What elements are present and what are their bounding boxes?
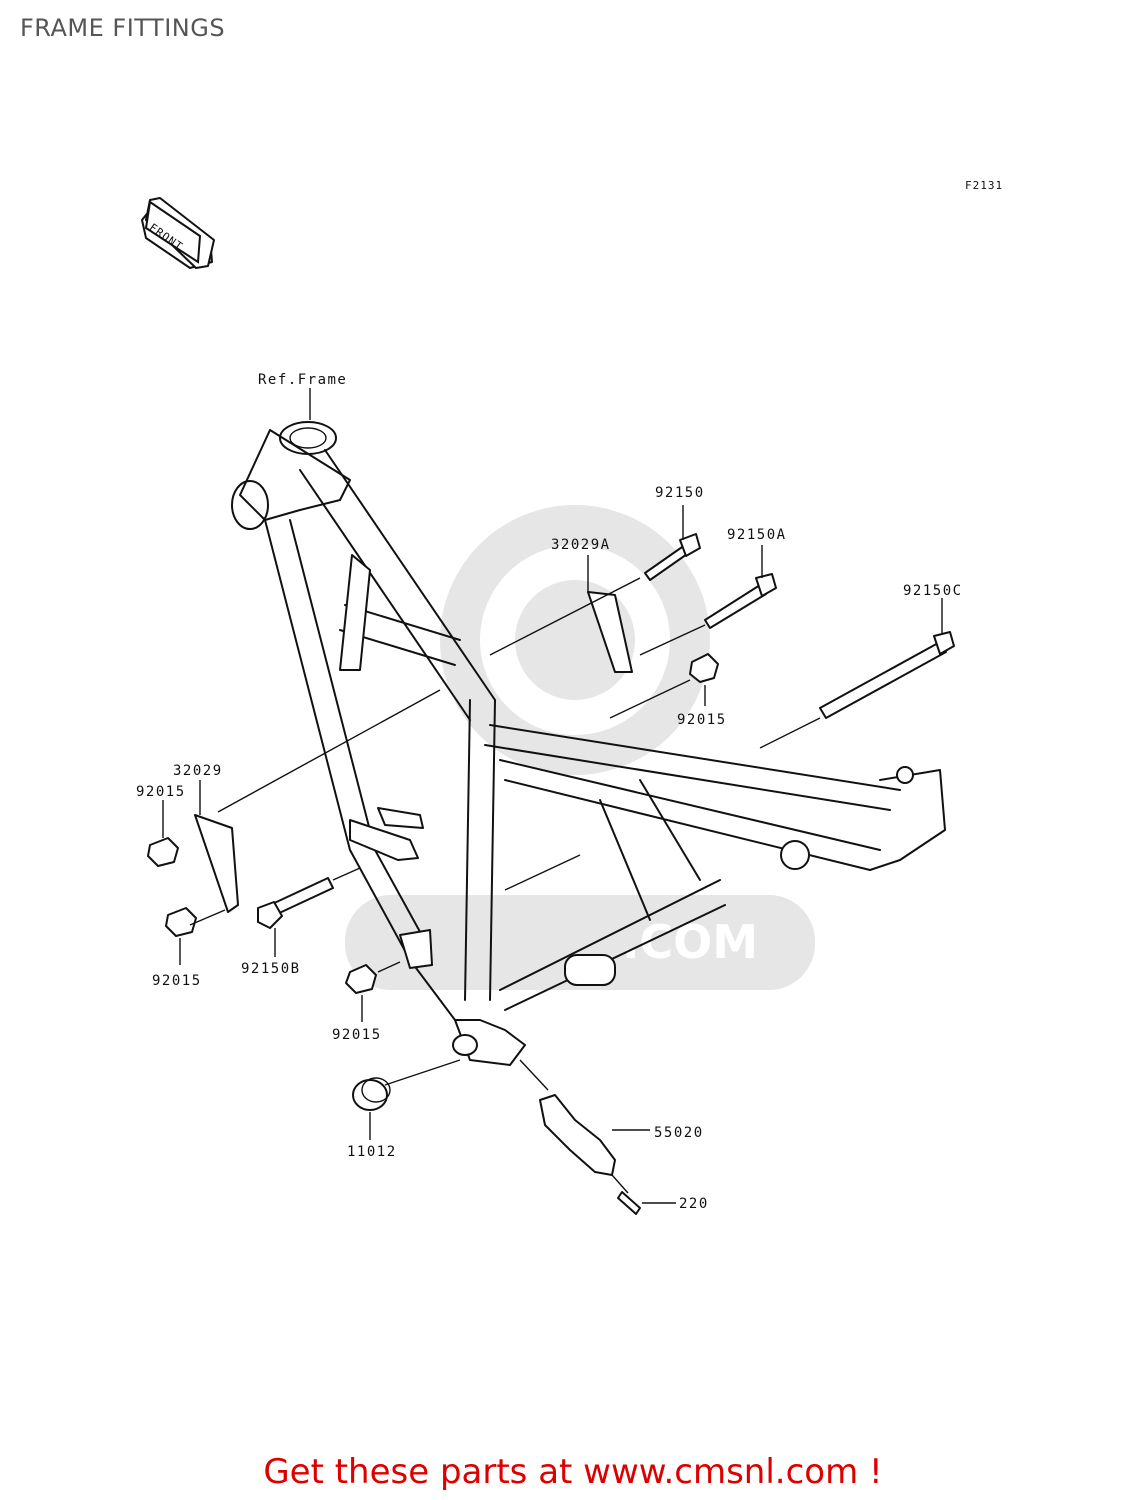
- label-92150A: 92150A: [727, 527, 787, 543]
- bracket-32029-icon: [194, 814, 239, 913]
- leader-lines: [162, 388, 943, 1204]
- cap-11012-icon: [352, 1077, 391, 1111]
- label-92150C: 92150C: [903, 583, 963, 599]
- page-title: FRAME FITTINGS: [20, 14, 226, 42]
- footer-link[interactable]: Get these parts at www.cmsnl.com !: [263, 1452, 883, 1492]
- watermark-logo: .COM: [345, 505, 815, 990]
- label-55020: 55020: [654, 1125, 704, 1141]
- nut-92015-left-icon: [147, 837, 179, 867]
- bolt-92150C-icon: [819, 631, 955, 719]
- label-32029: 32029: [173, 763, 223, 779]
- label-92150B: 92150B: [241, 961, 301, 977]
- label-92015-top: 92015: [677, 712, 727, 728]
- label-92015-left: 92015: [136, 784, 186, 800]
- bolt-92150-icon: [644, 533, 701, 581]
- motorcycle-frame: [231, 421, 946, 1066]
- watermark-text: .COM: [622, 915, 758, 969]
- screw-220-icon: [617, 1191, 641, 1215]
- bolt-92150A-icon: [704, 573, 777, 629]
- bracket-32029A-icon: [587, 591, 633, 673]
- front-arrow-icon: FRONT: [141, 197, 215, 269]
- guard-55020-icon: [539, 1094, 616, 1176]
- label-32029A: 32029A: [551, 537, 611, 553]
- label-11012: 11012: [347, 1144, 397, 1160]
- nut-92015-lower-icon: [165, 907, 197, 937]
- bolt-92150B-icon: [257, 877, 334, 929]
- label-92150: 92150: [655, 485, 705, 501]
- label-ref-frame: Ref.Frame: [258, 372, 347, 388]
- label-92015-lower: 92015: [152, 973, 202, 989]
- nut-92015-center-icon: [345, 964, 377, 994]
- figure-code: F2131: [965, 179, 1003, 192]
- nut-92015-top-icon: [689, 653, 719, 683]
- label-92015-center: 92015: [332, 1027, 382, 1043]
- label-220: 220: [679, 1196, 709, 1212]
